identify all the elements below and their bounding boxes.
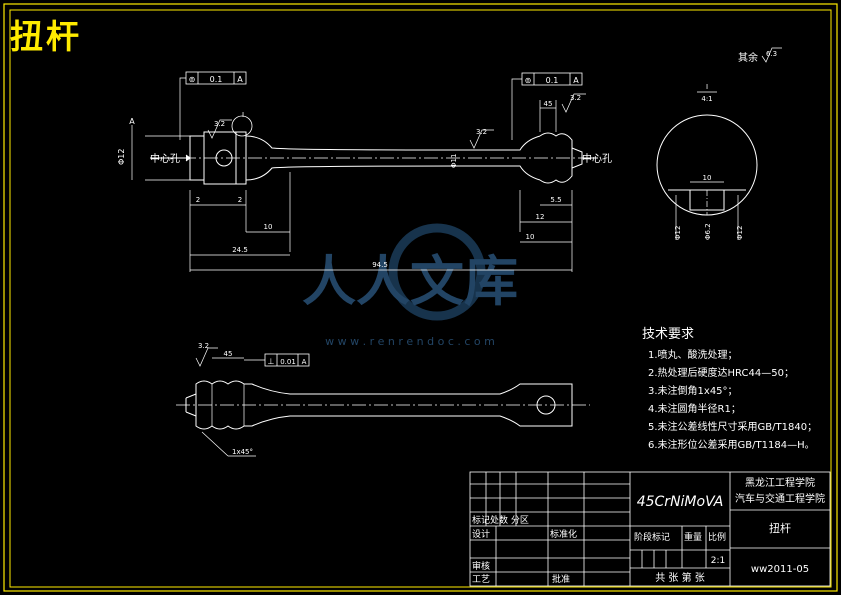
top-left-roughness: 3.2 (214, 120, 225, 128)
top-right-dim-1: 12 (536, 213, 545, 221)
detail-dim-0: Φ12 (674, 226, 682, 240)
detail-view (656, 91, 758, 240)
watermark-text: 人人文库 (302, 250, 518, 313)
watermark-url: w w w . r e n r e n d o c . c o m (325, 335, 495, 348)
top-left-gdt-tol: 0.1 (210, 75, 223, 84)
top-left-center-hole: 中心孔 (150, 152, 180, 165)
tb-marks: 标记处数 分区 (472, 514, 529, 526)
watermark-ring (388, 223, 486, 321)
requirement-item: 5.未注公差线性尺寸采用GB/T1840； (648, 420, 817, 433)
requirement-item: 6.未注形位公差采用GB/T1184—H。 (648, 438, 815, 451)
requirement-item: 2.热处理后硬度达HRC44—50； (648, 366, 794, 379)
remaining-finish-label: 其余 (738, 51, 758, 64)
tb-dept: 汽车与交通工程学院 (735, 492, 825, 505)
requirement-item: 3.未注倒角1x45°； (648, 384, 738, 397)
top-right-d45: 45 (544, 100, 553, 108)
top-right-roughness: 3.2 (570, 94, 581, 102)
detail-dim-2: Φ12 (736, 226, 744, 240)
bottom-gdt-symbol: ⊥ (268, 357, 275, 366)
bottom-roughness: 3.2 (198, 342, 209, 350)
requirement-item: 1.喷丸、酸洗处理； (648, 348, 738, 361)
detail-ref: I (706, 83, 708, 91)
top-right-gdt-symbol: ⊚ (525, 76, 532, 85)
tb-stage: 阶段标记 (634, 531, 670, 543)
top-right-center-hole: 中心孔 (582, 152, 612, 165)
top-left-dim-4: 94.5 (372, 261, 388, 269)
top-right-dim-2: 10 (526, 233, 535, 241)
top-left-dia: Φ12 (117, 149, 126, 165)
detail-dim-top: 10 (703, 174, 712, 182)
bottom-chamfer: 1x45° (232, 448, 253, 456)
top-left-gdt-datum: A (237, 75, 243, 84)
tb-part-name: 扭杆 (769, 521, 791, 535)
tb-approve: 批准 (552, 573, 570, 585)
requirements-list: 1.喷丸、酸洗处理； 2.热处理后硬度达HRC44—50； 3.未注倒角1x45°；… (648, 348, 817, 451)
tb-drawing-no: ww2011-05 (751, 564, 809, 575)
top-left-dim-0: 2 (196, 196, 200, 204)
requirements-title: 技术要求 (642, 327, 694, 342)
bottom-gdt-datum: A (302, 358, 307, 366)
bottom-gdt-tol: 0.01 (280, 358, 296, 366)
tb-school: 黑龙江工程学院 (745, 476, 815, 489)
top-left-datum-a: A (129, 117, 135, 126)
sheet-border (3, 3, 838, 592)
detail-scale: 4:1 (701, 95, 712, 103)
tb-weight: 重量 (684, 531, 702, 543)
top-left-dim-1: 2 (238, 196, 242, 204)
inner-frame (9, 9, 832, 588)
tb-review: 审核 (472, 560, 490, 572)
top-right-roughness-2: 3.2 (476, 128, 487, 136)
title-block-grid (469, 471, 831, 587)
top-right-dim-0: 5.5 (550, 196, 561, 204)
remaining-finish-value: 6.3 (766, 50, 777, 58)
bottom-view (176, 347, 590, 457)
remaining-finish-symbol (761, 47, 782, 63)
watermark: 人人文库 w w w . r e n r e n d o c . c o m (302, 223, 518, 348)
tb-sheets: 共 张 第 张 (655, 571, 705, 584)
top-right-gdt-datum: A (573, 76, 579, 85)
sheet-title: 扭杆 (10, 17, 82, 56)
top-left-detail-ref: I (242, 111, 244, 119)
detail-dim-1: Φ6.2 (704, 223, 712, 240)
tb-ratio: 比例 (708, 531, 726, 543)
tb-process: 工艺 (472, 574, 490, 585)
bottom-d45: 45 (224, 350, 233, 358)
tb-design: 设计 (472, 528, 490, 540)
tb-standard: 标准化 (550, 528, 577, 540)
top-view (131, 71, 598, 272)
top-right-gdt-tol: 0.1 (546, 76, 559, 85)
requirement-item: 4.未注圆角半径R1； (648, 402, 741, 415)
tb-scale: 2:1 (711, 556, 725, 566)
top-left-dim-3: 24.5 (232, 246, 248, 254)
top-left-dim-2: 10 (264, 223, 273, 231)
tb-material: 45CrNiMoVA (637, 494, 724, 510)
top-left-gdt-symbol: ⊚ (189, 75, 196, 84)
top-right-dia: Φ11 (450, 154, 458, 168)
